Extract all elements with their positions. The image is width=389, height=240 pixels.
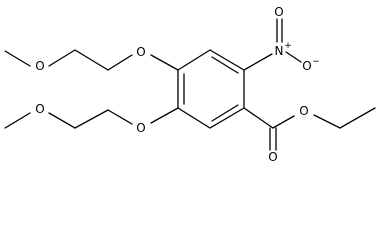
ether-bottom-bond-4 [48, 112, 76, 129]
ester-carbonyl-carbon-bond [243, 107, 274, 129]
nitro-bond [243, 53, 273, 71]
ether-bottom-bond-1 [150, 107, 179, 124]
ring-double-bond-2 [211, 104, 239, 122]
ether-top-bond-4 [48, 49, 76, 67]
ester-c-o-single [272, 115, 295, 129]
ester-o-ch2 [313, 114, 341, 129]
nitro-n-o-single [285, 51, 302, 63]
ether-bottom-bond-5 [4, 112, 31, 129]
ether-top-bond-1 [150, 54, 179, 71]
ether-top-bond-3 [74, 49, 109, 71]
nitro-nitrogen: N [275, 44, 284, 58]
nitro-oxygen-charge: − [312, 57, 320, 67]
nitro-oxygen-single: O [302, 59, 311, 73]
ether-top-bond-5 [4, 50, 31, 67]
ring-double-bond-1 [211, 56, 239, 74]
ester-ethyl-bond [339, 107, 376, 129]
atom-labels: O O O O N + O O − O O [35, 5, 320, 164]
nitro-nitrogen-charge: + [284, 41, 292, 51]
ester-oxygen-double: O [268, 150, 277, 164]
molecule-structure: O O O O N + O O − O O [4, 5, 376, 164]
methoxy-oxygen-top: O [35, 59, 44, 73]
ether-bottom-bond-2 [107, 109, 133, 125]
methoxy-oxygen-bottom: O [35, 102, 44, 116]
ester-oxygen-single: O [299, 104, 308, 118]
ring-bond-6 [177, 49, 211, 71]
ether-top-bond-2 [107, 54, 133, 71]
ether-oxygen-bottom: O [136, 121, 145, 135]
ring-bond-3 [209, 107, 245, 129]
ring-bond-1 [209, 49, 245, 71]
bond-lines [4, 18, 376, 151]
ether-oxygen-top: O [136, 45, 145, 59]
nitro-oxygen-double: O [274, 5, 283, 19]
ether-bottom-bond-3 [74, 109, 109, 129]
ring-bond-4 [177, 107, 211, 129]
